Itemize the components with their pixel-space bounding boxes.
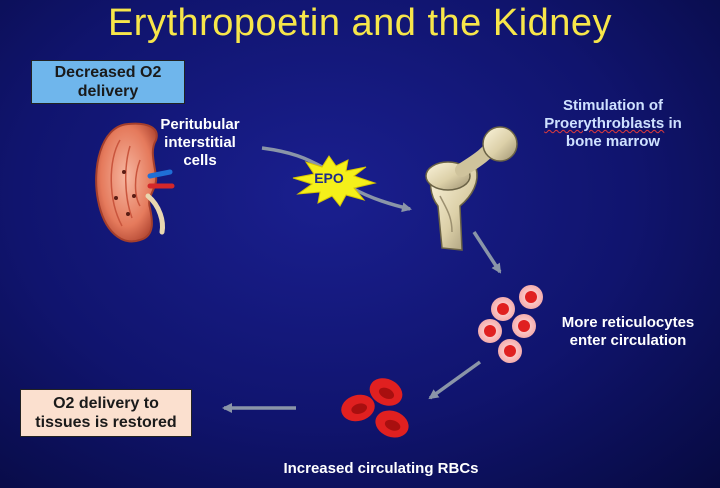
- epo-starburst: [292, 155, 377, 207]
- increased-rbcs-label: Increased circulating RBCs: [283, 460, 479, 477]
- decreased-o2-line-1: Decreased O2: [54, 64, 162, 81]
- stimulation-in-word: in: [668, 115, 682, 132]
- reticulocytes-line-2: enter circulation: [569, 332, 687, 349]
- slide-title: Erythropoetin and the Kidney: [107, 2, 613, 44]
- red-blood-cell: [369, 378, 403, 406]
- proerythroblasts-word: Proerythroblasts: [544, 115, 665, 132]
- decreased-o2-box: Decreased O2 delivery: [31, 60, 185, 104]
- o2-restored-line-1: O2 delivery to: [53, 395, 159, 412]
- reticulocytes-label: More reticulocytes enter circulation: [540, 314, 716, 350]
- reticulocyte-cell: [498, 339, 522, 363]
- red-blood-cells: [341, 378, 409, 438]
- red-blood-cell: [375, 410, 409, 438]
- arrow-kidney-to-epo: [261, 146, 325, 170]
- stimulation-label: Stimulation of Proerythroblasts in bone …: [518, 97, 708, 151]
- decreased-o2-line-2: delivery: [77, 83, 139, 100]
- red-blood-cell: [341, 394, 375, 422]
- peritubular-line-3: cells: [183, 152, 217, 169]
- stimulation-line-2: Proerythroblasts in: [518, 115, 708, 133]
- stimulation-line-3: bone marrow: [565, 133, 661, 150]
- o2-restored-line-2: tissues is restored: [35, 414, 177, 431]
- femur-bone-illustration: [425, 126, 518, 251]
- reticulocytes-line-1: More reticulocytes: [561, 314, 695, 331]
- reticulocyte-cells: [478, 285, 543, 363]
- reticulocyte-cell: [519, 285, 543, 309]
- reticulocyte-cell: [491, 297, 515, 321]
- arrow-reticulocytes-to-rbcs: [428, 360, 482, 400]
- reticulocyte-cell: [478, 319, 502, 343]
- epo-label: EPO: [314, 170, 344, 186]
- peritubular-line-2: interstitial: [164, 134, 236, 151]
- reticulocyte-cell: [512, 314, 536, 338]
- kidney-illustration: [95, 122, 175, 243]
- peritubular-cells-label: Peritubular interstitial cells: [140, 116, 260, 170]
- peritubular-line-1: Peritubular: [160, 116, 240, 133]
- arrow-bone-to-reticulocytes: [472, 231, 502, 274]
- o2-restored-box: O2 delivery to tissues is restored: [20, 389, 192, 437]
- stimulation-line-1: Stimulation of: [563, 97, 663, 114]
